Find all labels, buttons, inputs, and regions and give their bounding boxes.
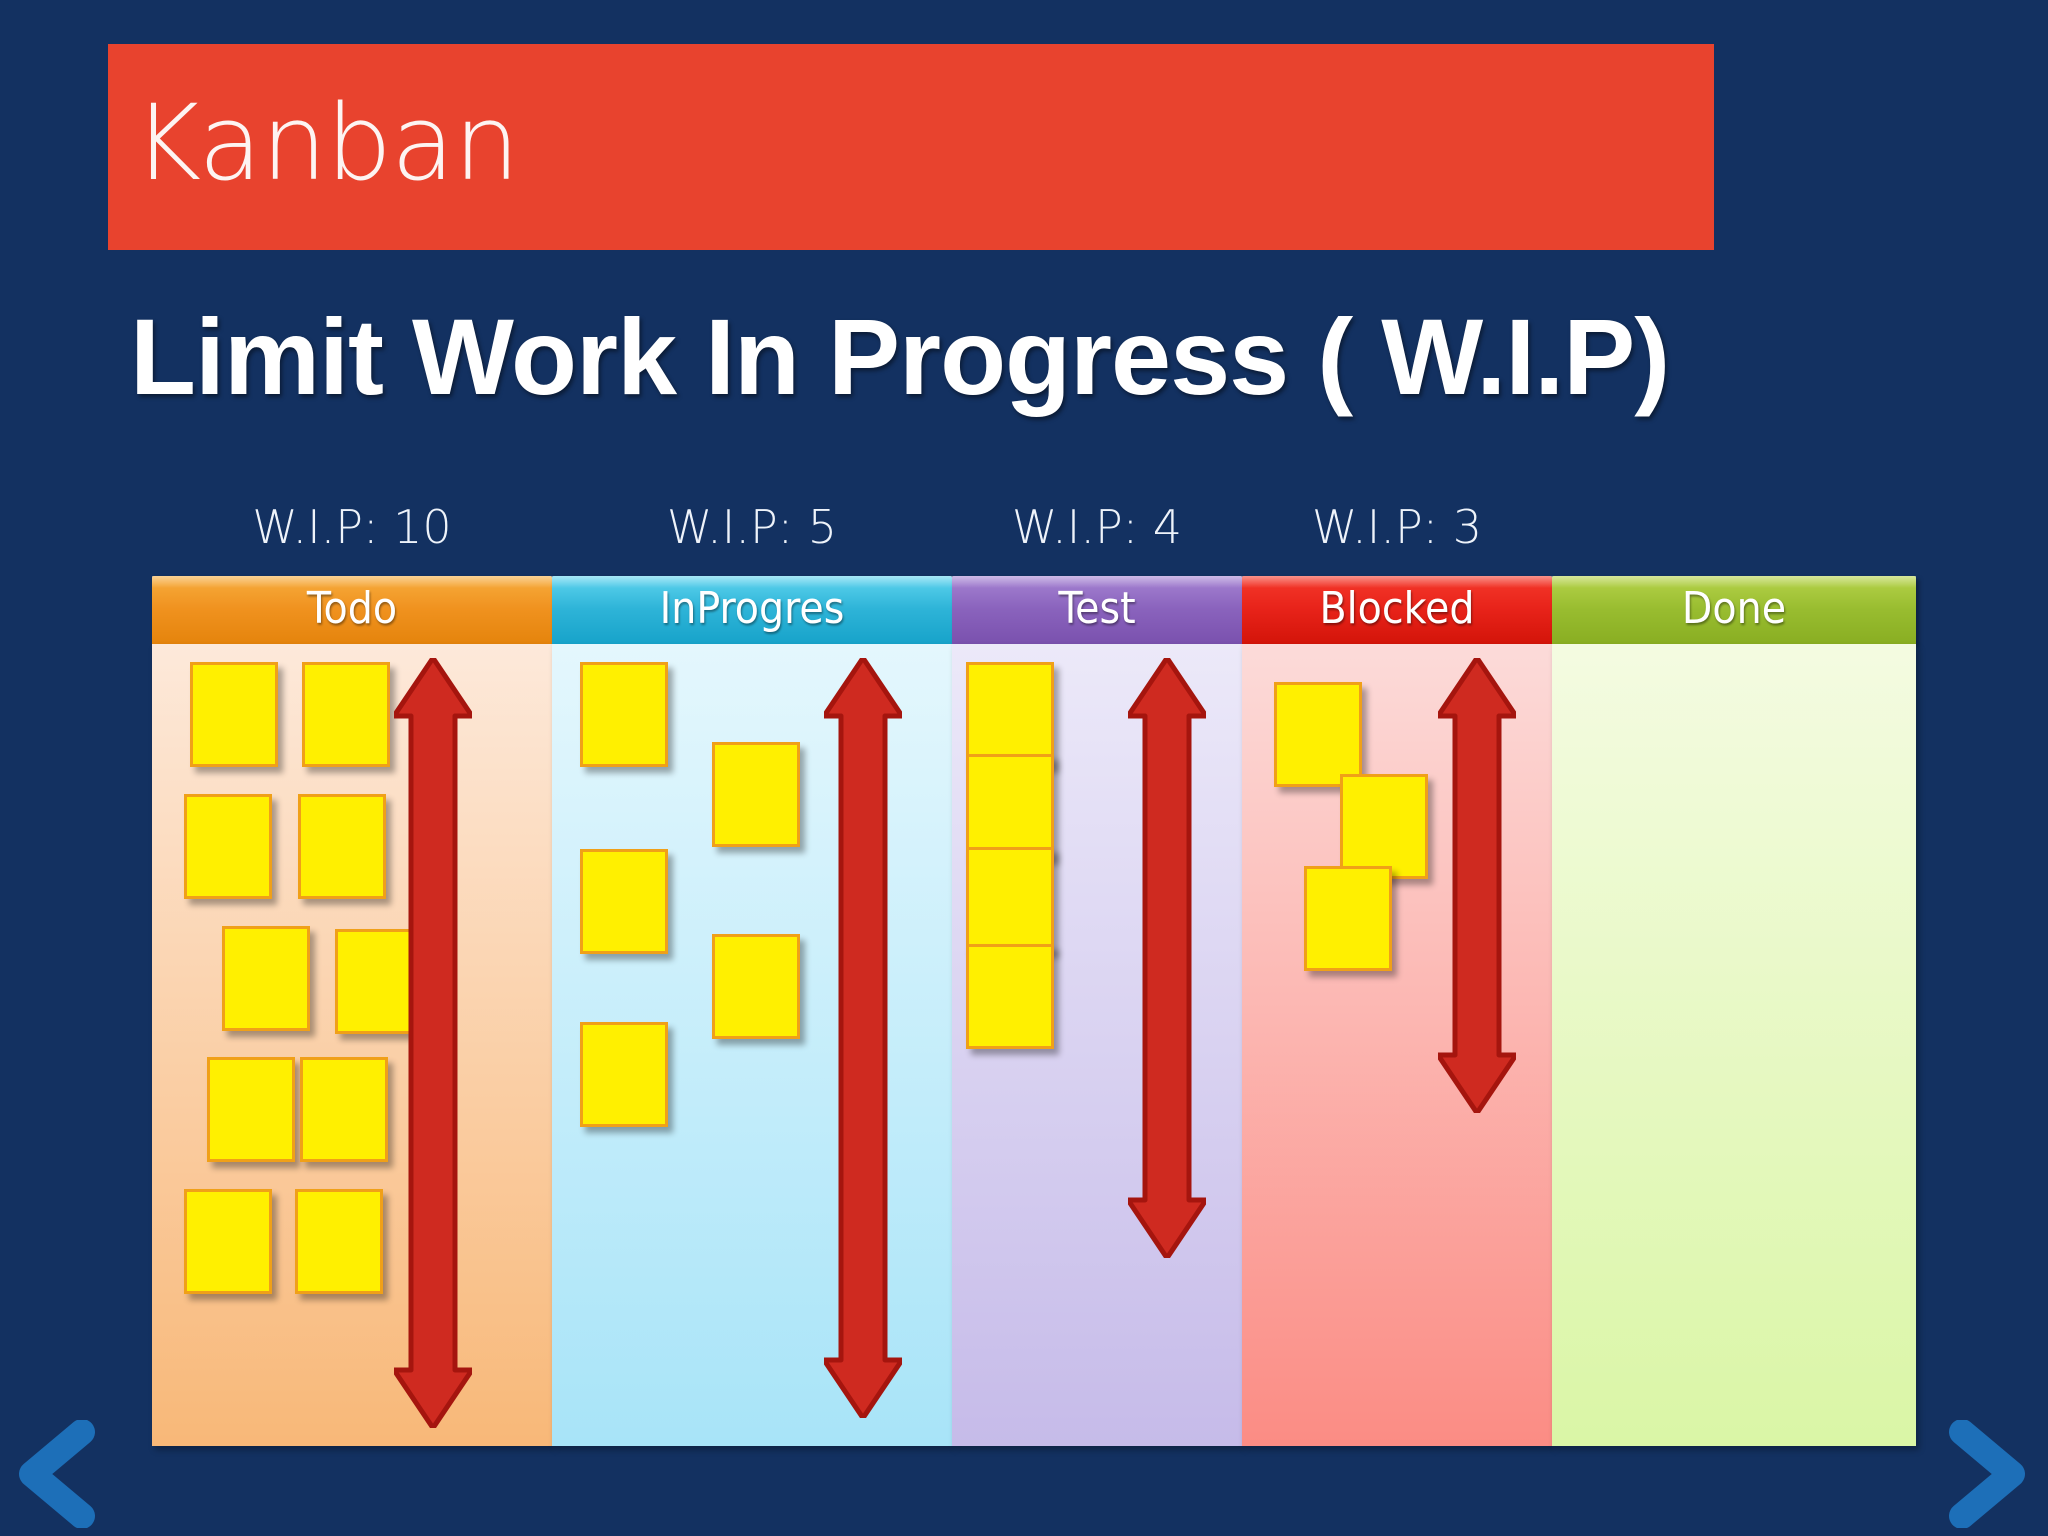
kanban-card[interactable] — [712, 934, 800, 1039]
wip-limit-todo: W.I.P: 10 — [252, 500, 452, 554]
kanban-card[interactable] — [1274, 682, 1362, 787]
column-header-inprogres: InProgres — [552, 576, 952, 644]
previous-slide-chevron-icon[interactable] — [10, 1420, 98, 1528]
kanban-card[interactable] — [1304, 866, 1392, 971]
wip-limit-double-arrow-icon — [1128, 658, 1206, 1258]
kanban-card[interactable] — [335, 929, 423, 1034]
wip-limit-row: W.I.P: 10 W.I.P: 5 W.I.P: 4 W.I.P: 3 — [150, 500, 1750, 570]
kanban-card[interactable] — [712, 742, 800, 847]
kanban-board: Todo InProgres Test Blocked Done — [152, 576, 1916, 1446]
page-title: Limit Work In Progress ( W.I.P) — [130, 296, 1670, 417]
wip-limit-double-arrow-icon — [394, 658, 472, 1428]
column-body-inprogres[interactable] — [552, 644, 952, 1446]
kanban-card[interactable] — [300, 1057, 388, 1162]
kanban-card[interactable] — [295, 1189, 383, 1294]
kanban-card[interactable] — [184, 1189, 272, 1294]
kanban-card[interactable] — [966, 662, 1054, 767]
kanban-card[interactable] — [580, 662, 668, 767]
kanban-card[interactable] — [1340, 774, 1428, 879]
kanban-card[interactable] — [580, 1022, 668, 1127]
column-inprogres[interactable]: InProgres — [552, 576, 952, 1446]
kanban-card[interactable] — [298, 794, 386, 899]
column-header-test: Test — [952, 576, 1242, 644]
column-body-blocked[interactable] — [1242, 644, 1552, 1446]
header-banner: Kanban — [108, 44, 1714, 250]
wip-limit-double-arrow-icon — [824, 658, 902, 1418]
wip-limit-test: W.I.P: 4 — [1011, 500, 1183, 554]
kanban-card[interactable] — [966, 944, 1054, 1049]
column-body-done[interactable] — [1552, 644, 1916, 1446]
kanban-card[interactable] — [302, 662, 390, 767]
kanban-card[interactable] — [184, 794, 272, 899]
banner-title: Kanban — [133, 82, 520, 204]
kanban-card[interactable] — [580, 849, 668, 954]
next-slide-chevron-icon[interactable] — [1944, 1420, 2032, 1528]
kanban-card[interactable] — [222, 926, 310, 1031]
kanban-card[interactable] — [966, 754, 1054, 859]
wip-limit-double-arrow-icon — [1438, 658, 1516, 1113]
column-blocked[interactable]: Blocked — [1242, 576, 1552, 1446]
wip-limit-blocked: W.I.P: 3 — [1311, 500, 1483, 554]
column-test[interactable]: Test — [952, 576, 1242, 1446]
column-header-blocked: Blocked — [1242, 576, 1552, 644]
column-title-blocked: Blocked — [1319, 583, 1475, 634]
column-title-inprogres: InProgres — [659, 583, 845, 634]
column-header-done: Done — [1552, 576, 1916, 644]
kanban-card[interactable] — [190, 662, 278, 767]
column-title-done: Done — [1681, 583, 1787, 634]
column-body-test[interactable] — [952, 644, 1242, 1446]
column-done[interactable]: Done — [1552, 576, 1916, 1446]
column-title-test: Test — [1058, 583, 1136, 634]
wip-limit-inprogres: W.I.P: 5 — [666, 500, 838, 554]
kanban-card[interactable] — [966, 847, 1054, 952]
column-header-todo: Todo — [152, 576, 552, 644]
kanban-card[interactable] — [207, 1057, 295, 1162]
column-body-todo[interactable] — [152, 644, 552, 1446]
column-title-todo: Todo — [306, 583, 398, 634]
column-todo[interactable]: Todo — [152, 576, 552, 1446]
